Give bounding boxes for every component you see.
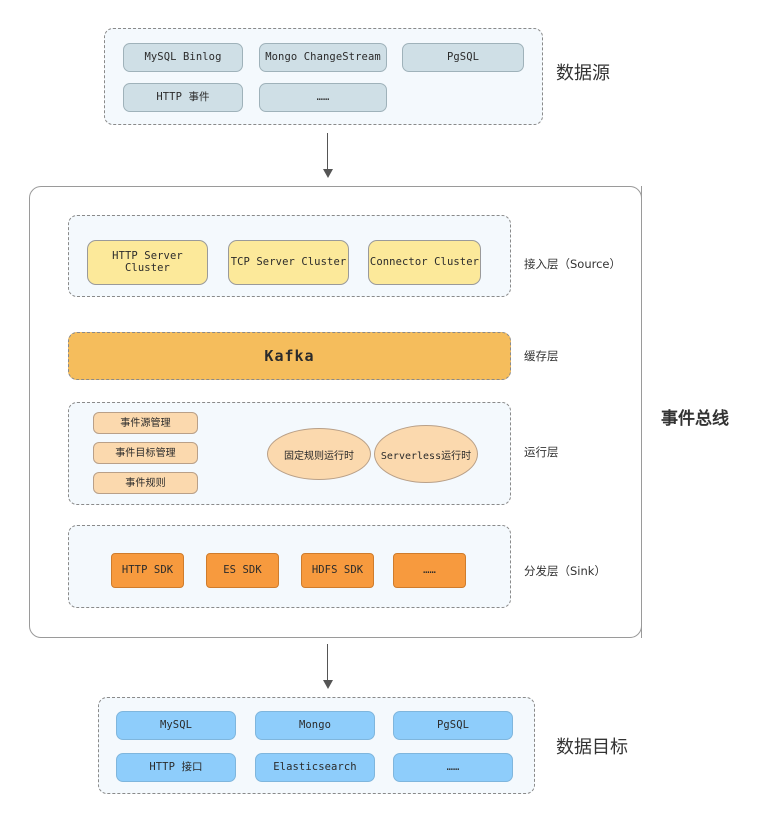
runtime-chip-event-target-mgmt[interactable]: 事件目标管理 — [93, 442, 198, 464]
data-target-group: MySQL Mongo PgSQL HTTP 接口 Elasticsearch … — [98, 697, 535, 794]
data-target-label: 数据目标 — [556, 734, 628, 758]
data-target-chip-pgsql[interactable]: PgSQL — [393, 711, 513, 740]
sink-layer-chip-http-sdk[interactable]: HTTP SDK — [111, 553, 184, 588]
chip-label: HTTP 事件 — [156, 90, 210, 103]
chip-label: Mongo ChangeStream — [265, 50, 381, 63]
data-source-label: 数据源 — [556, 60, 610, 84]
chip-label: Mongo — [298, 718, 332, 731]
data-target-chip-more[interactable]: …… — [393, 753, 513, 782]
chip-label: Connector Cluster — [369, 255, 480, 268]
arrow-shaft — [326, 644, 329, 680]
data-target-chip-mysql[interactable]: MySQL — [116, 711, 236, 740]
chip-label: HTTP 接口 — [149, 760, 203, 773]
data-source-label-text: 数据源 — [556, 63, 610, 84]
data-target-chip-mongo[interactable]: Mongo — [255, 711, 375, 740]
chip-label: HTTP Server Cluster — [112, 249, 183, 274]
cache-layer-label-text: 缓存层 — [524, 349, 559, 363]
data-source-chip-more[interactable]: …… — [259, 83, 387, 112]
sink-layer-label: 分发层（Sink） — [524, 563, 606, 579]
arrow-shaft — [326, 133, 329, 169]
arrow-head-icon — [322, 680, 333, 689]
source-layer-chip-http-server-cluster[interactable]: HTTP Server Cluster — [87, 240, 208, 285]
cache-layer-kafka[interactable]: Kafka — [68, 332, 511, 380]
arrow-bus-to-target — [322, 644, 333, 689]
runtime-chip-event-rule[interactable]: 事件规则 — [93, 472, 198, 494]
sink-layer-chip-more[interactable]: …… — [393, 553, 466, 588]
chip-label: 事件源管理 — [120, 417, 171, 429]
data-source-chip-mysql-binlog[interactable]: MySQL Binlog — [123, 43, 243, 72]
event-bus-label: 事件总线 — [661, 404, 729, 429]
runtime-ellipse-serverless[interactable]: Serverless运行时 — [374, 425, 478, 483]
source-layer-chip-tcp-server-cluster[interactable]: TCP Server Cluster — [228, 240, 349, 285]
cache-layer-label: 缓存层 — [524, 348, 559, 364]
chip-label: HTTP SDK — [121, 563, 174, 576]
data-source-chip-pgsql[interactable]: PgSQL — [402, 43, 524, 72]
chip-label: TCP Server Cluster — [230, 255, 347, 268]
arrow-head-icon — [322, 169, 333, 178]
data-source-chip-http-event[interactable]: HTTP 事件 — [123, 83, 243, 112]
chip-label: HDFS SDK — [311, 563, 364, 576]
ellipse-label: Serverless运行时 — [380, 450, 472, 462]
arrow-source-to-bus — [322, 133, 333, 178]
chip-label: 事件目标管理 — [115, 447, 176, 459]
chip-label: …… — [423, 563, 436, 576]
chip-label: 事件规则 — [125, 477, 166, 489]
sink-layer-label-text: 分发层（Sink） — [524, 564, 606, 578]
runtime-chip-event-source-mgmt[interactable]: 事件源管理 — [93, 412, 198, 434]
chip-label: …… — [446, 760, 460, 773]
event-bus-label-text: 事件总线 — [661, 408, 729, 429]
runtime-layer-label-text: 运行层 — [524, 445, 559, 459]
sink-layer-chip-hdfs-sdk[interactable]: HDFS SDK — [301, 553, 374, 588]
source-layer-chip-connector-cluster[interactable]: Connector Cluster — [368, 240, 481, 285]
chip-label: MySQL — [159, 718, 193, 731]
data-target-label-text: 数据目标 — [556, 737, 628, 758]
data-source-group: MySQL Binlog Mongo ChangeStream PgSQL HT… — [104, 28, 543, 125]
chip-label: ES SDK — [223, 563, 262, 576]
source-layer-label: 接入层（Source） — [524, 256, 621, 272]
runtime-ellipse-fixed-rule[interactable]: 固定规则运行时 — [267, 428, 371, 480]
chip-label: MySQL Binlog — [144, 50, 222, 63]
source-layer-label-text: 接入层（Source） — [524, 257, 621, 271]
chip-label: …… — [316, 90, 330, 103]
chip-label: PgSQL — [436, 718, 470, 731]
kafka-label: Kafka — [264, 346, 315, 365]
chip-label: Elasticsearch — [273, 760, 357, 773]
data-target-chip-http-interface[interactable]: HTTP 接口 — [116, 753, 236, 782]
runtime-layer-label: 运行层 — [524, 444, 559, 460]
sink-layer-chip-es-sdk[interactable]: ES SDK — [206, 553, 279, 588]
chip-label: PgSQL — [446, 50, 480, 63]
event-bus-divider — [641, 186, 642, 638]
data-target-chip-elasticsearch[interactable]: Elasticsearch — [255, 753, 375, 782]
ellipse-label: 固定规则运行时 — [284, 450, 354, 462]
data-source-chip-mongo-changestream[interactable]: Mongo ChangeStream — [259, 43, 387, 72]
